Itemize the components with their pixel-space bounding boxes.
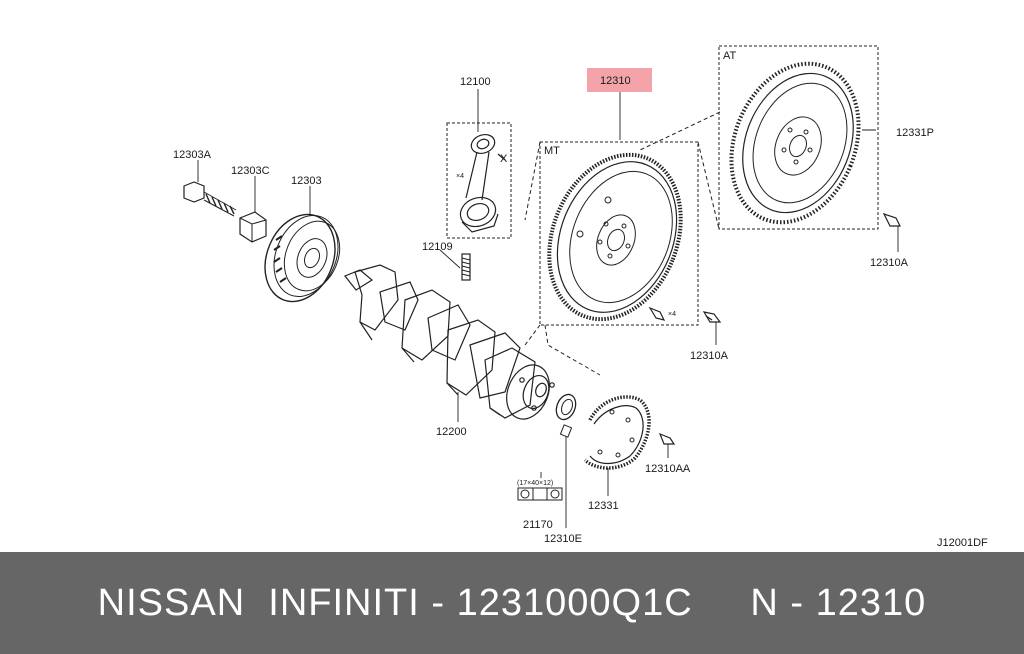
label-12303C: 12303C [231, 165, 270, 177]
footer-banner: NISSAN INFINITI - 1231000Q1C N - 12310 [0, 552, 1024, 654]
connecting-rod-box [446, 122, 512, 239]
drive-plate-bolt [658, 432, 676, 445]
drive-plate [583, 395, 651, 470]
dashed-leader-lines [524, 111, 721, 376]
at-drive-plate [729, 61, 861, 225]
label-12303: 12303 [291, 175, 322, 187]
exploded-view-drawing: 12303A 12303C 12303 12100 12109 12200 12… [173, 45, 988, 549]
label-12109: 12109 [422, 241, 453, 253]
pulley-key [239, 211, 267, 243]
label-12303A: 12303A [173, 149, 212, 161]
at-box [718, 45, 879, 230]
label-at: AT [723, 50, 737, 62]
label-bearing-size: (17×40×12) [517, 480, 553, 487]
mt-flywheel [547, 152, 683, 322]
label-12200: 12200 [436, 426, 467, 438]
label-x-mark: X [500, 153, 508, 165]
label-x4-rod: ×4 [456, 173, 464, 180]
pilot-bearing [517, 393, 577, 501]
parts-diagram: 12303A 12303C 12303 12100 12109 12200 12… [173, 45, 989, 549]
connecting-rod [459, 133, 506, 233]
mt-box [539, 141, 699, 326]
footer-text: NISSAN INFINITI - 1231000Q1C N - 12310 [97, 581, 927, 624]
crankshaft [344, 264, 555, 420]
label-x4-bolt: ×4 [668, 311, 676, 318]
label-12331P: 12331P [896, 127, 934, 139]
connecting-rod-bolt [461, 253, 471, 281]
label-12310AA: 12310AA [645, 463, 691, 475]
label-12310A-at: 12310A [870, 257, 909, 269]
label-12331: 12331 [588, 500, 619, 512]
label-mt: MT [544, 145, 560, 157]
label-12310E: 12310E [544, 533, 582, 545]
crank-pulley [264, 213, 341, 303]
at-plate-bolt [882, 212, 901, 227]
crank-pulley-bolt [183, 181, 237, 217]
mt-flywheel-bolts [648, 306, 722, 323]
part-12310-highlight [587, 68, 652, 92]
label-12100: 12100 [460, 76, 491, 88]
label-21170: 21170 [523, 519, 553, 531]
dowel-pin [559, 424, 573, 438]
drawing-code: J12001DF [937, 537, 988, 549]
label-12310: 12310 [600, 75, 631, 87]
label-12310A-mt: 12310A [690, 350, 729, 362]
leader-lines [197, 89, 899, 528]
